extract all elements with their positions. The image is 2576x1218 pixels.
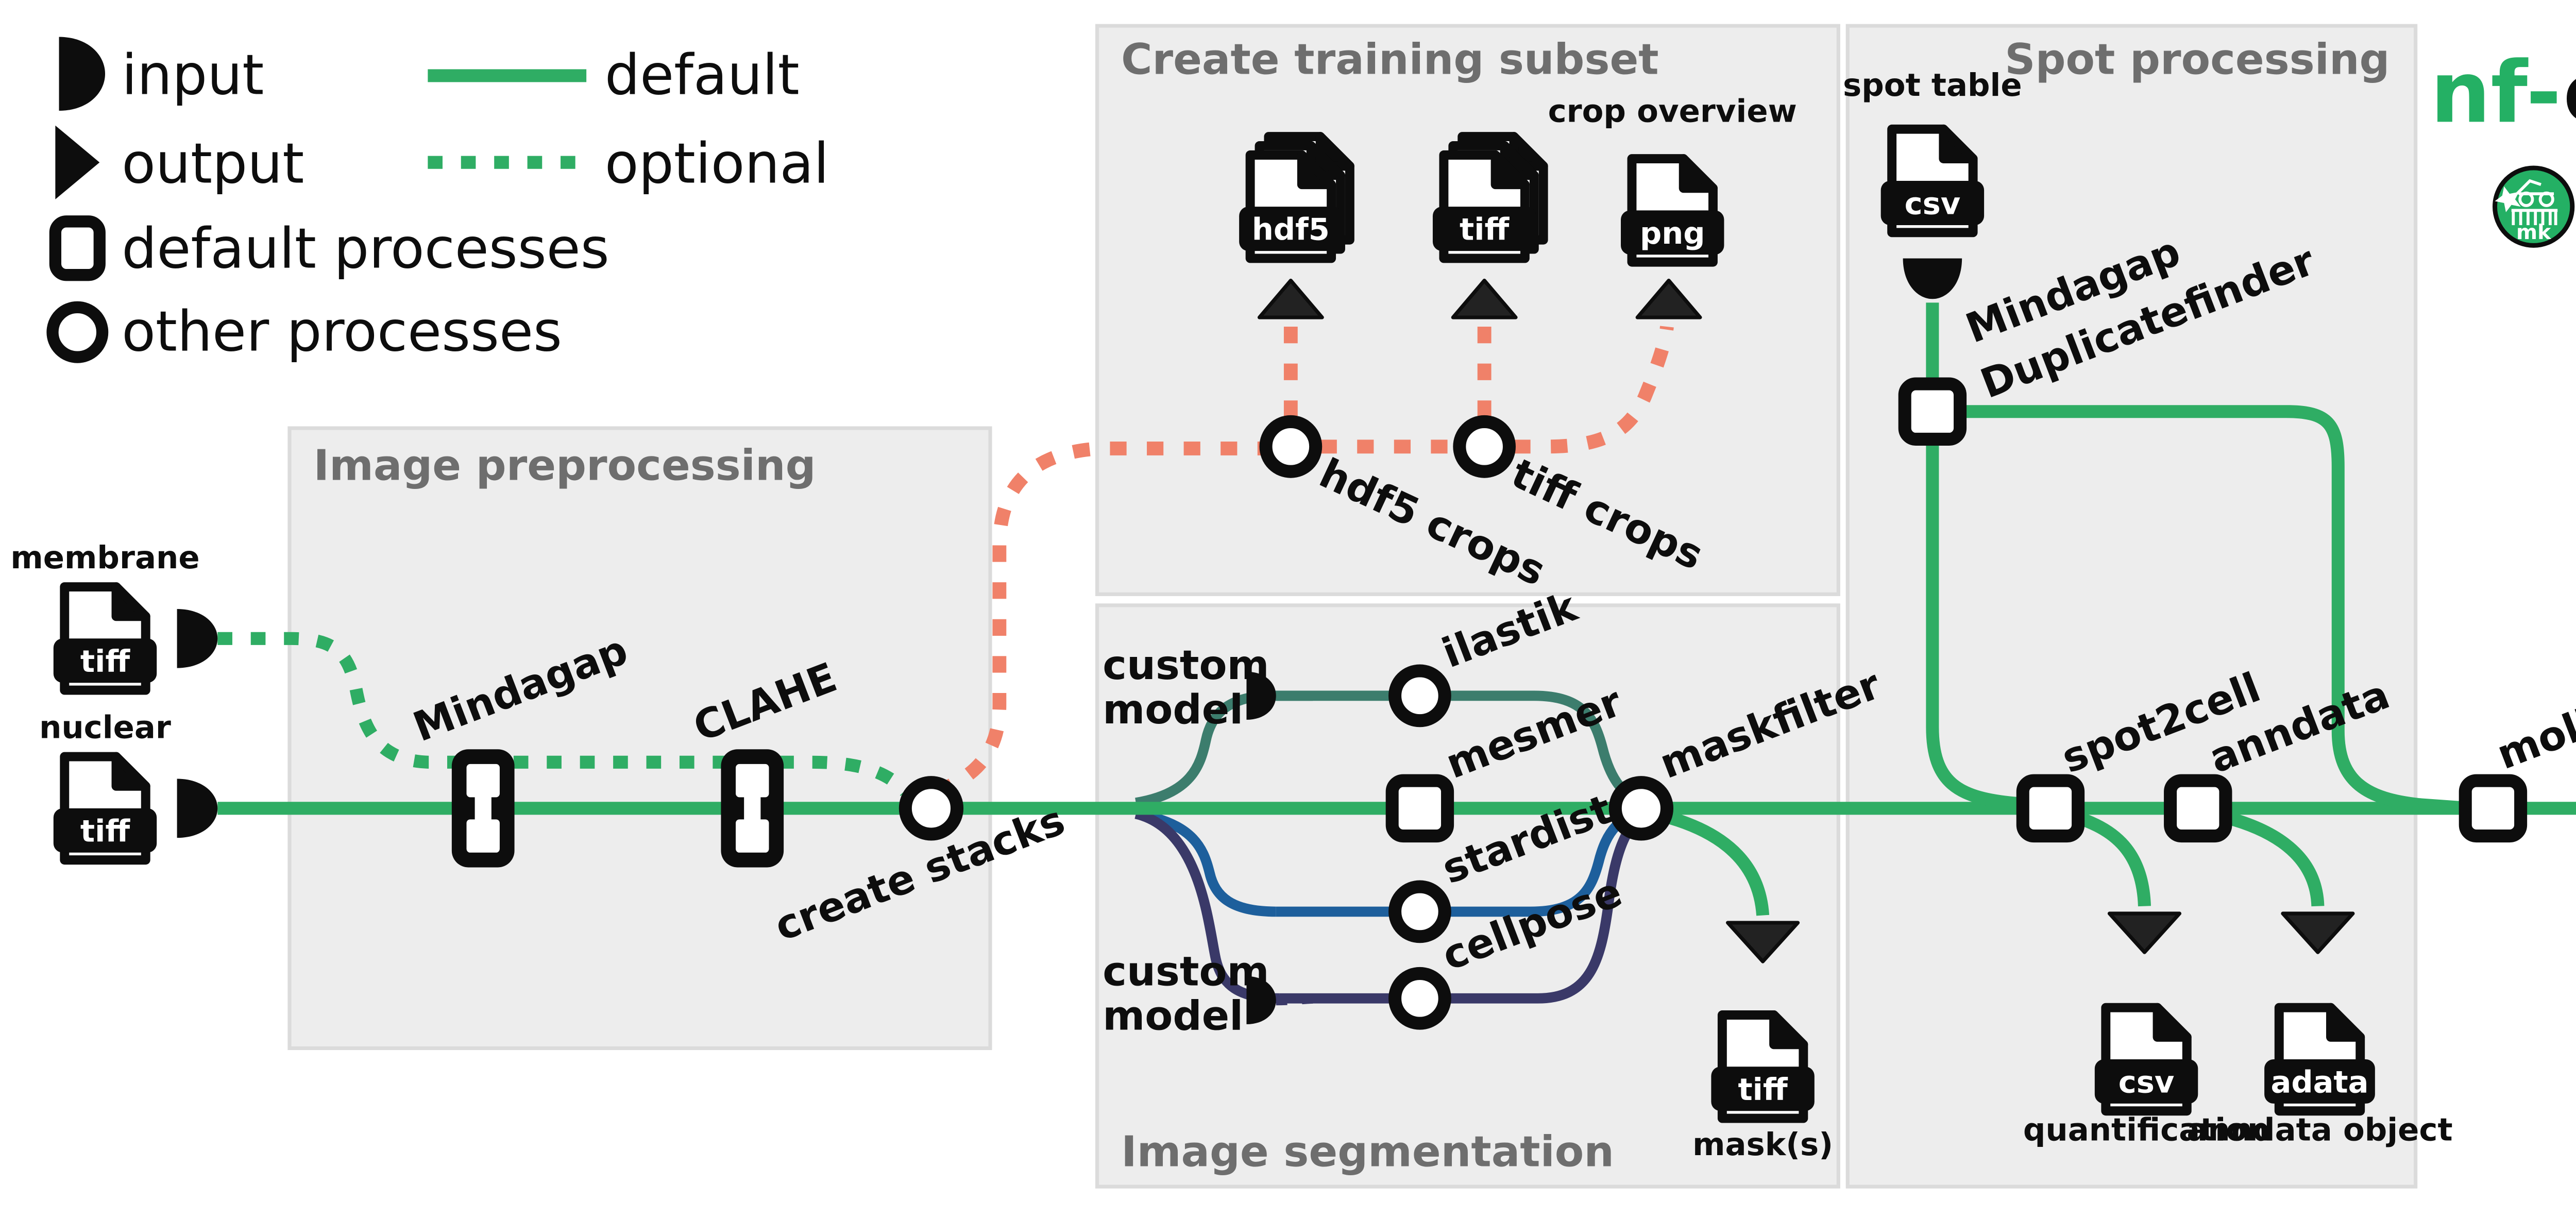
quantification-file-icon: csv [2094, 1003, 2198, 1116]
masks-file-icon: tiff [1711, 1010, 1815, 1123]
masks-output-arrow-icon [1726, 921, 1800, 963]
custom-model-bottom-connector [1276, 993, 1320, 1006]
masks-caption: mask(s) [1692, 1127, 1833, 1163]
mindagap-duplicatefinder-node [1898, 377, 1967, 446]
anndata-node [2164, 774, 2232, 843]
spot-table-input-icon [1903, 258, 1962, 299]
mindagap-process-icon [451, 749, 515, 868]
legend-other-process-icon [46, 301, 109, 363]
spot-table-file-icon: csv [1880, 124, 1985, 238]
legend-output-label: output [122, 132, 304, 196]
custom-model-bottom-line2: model [1103, 992, 1243, 1040]
custom-model-bottom-line1: custom [1103, 948, 1269, 995]
hdf5-file-icon: hdf5 [1239, 132, 1354, 263]
quantification-output-arrow-icon [2107, 911, 2182, 954]
anndata-output-arrow-icon [2281, 911, 2355, 954]
nf-core-molkart-logo: nf- core/ mk molkart [2430, 43, 2576, 248]
masks-badge: tiff [1738, 1072, 1788, 1107]
process-nodes [451, 377, 2528, 1030]
legend: input output default processes other pro… [46, 37, 829, 364]
membrane-input-icon [177, 609, 218, 668]
membrane-caption: membrane [10, 540, 199, 576]
png-output-arrow-icon [1635, 278, 1702, 319]
box-image-preprocessing [287, 426, 992, 1051]
anndata-object-badge: adata [2270, 1064, 2368, 1099]
png-file-icon: png [1621, 154, 1724, 267]
maskfilter-node [1608, 776, 1674, 841]
nuclear-badge: tiff [80, 813, 130, 849]
arrows [1257, 278, 2355, 963]
logo-nf-text: nf- [2430, 43, 2561, 142]
logo-core-text: core/ [2563, 43, 2576, 142]
title-create-training-subset: Create training subset [1121, 35, 1659, 84]
png-badge: png [1640, 215, 1705, 251]
mesmer-node [1385, 774, 1454, 843]
tiff-crops-badge: tiff [1460, 212, 1510, 247]
tiff-crops-node [1453, 415, 1516, 478]
stardist-node [1388, 880, 1451, 943]
hdf5-crops-node [1259, 415, 1323, 478]
crop-overview-caption: crop overview [1548, 93, 1797, 129]
legend-input-label: input [122, 43, 264, 108]
legend-optional-line-label: optional [605, 132, 829, 196]
cellpose-node [1388, 967, 1451, 1030]
custom-model-bottom-input-icon [1246, 976, 1276, 1024]
title-image-preprocessing: Image preprocessing [313, 441, 816, 490]
mk-badge-icon: mk [2493, 165, 2575, 248]
maskfilter-output-line [1645, 805, 1770, 916]
spot-table-badge: csv [1905, 185, 1961, 221]
duplicatefinder-to-spot2cell [1926, 443, 2052, 813]
membrane-file-icon: tiff [53, 582, 157, 695]
input-markers [177, 258, 1962, 1024]
cellpose-branch-down [1134, 808, 1280, 1004]
anndata-object-caption: anndata object [2187, 1112, 2452, 1148]
molkartqc-node [2459, 774, 2528, 843]
legend-other-processes-label: other processes [122, 300, 562, 364]
section-boxes: Image preprocessing Create training subs… [287, 24, 2418, 1189]
create-stacks-node [899, 776, 964, 841]
stardist-branch-down [1135, 808, 1276, 917]
create-stacks-to-hdf5crops [934, 441, 1262, 799]
quantification-caption: quantification [2023, 1112, 2269, 1148]
hdf5-badge: hdf5 [1252, 212, 1330, 247]
training-subset-lines [934, 325, 1674, 799]
quantification-badge: csv [2119, 1064, 2175, 1099]
nuclear-input-icon [177, 779, 218, 838]
file-captions: membrane nuclear spot table crop overvie… [10, 67, 2452, 1163]
nuclear-caption: nuclear [39, 710, 171, 746]
ilastik-node [1388, 664, 1451, 728]
custom-model-top-line1: custom [1103, 641, 1269, 689]
spot-table-caption: spot table [1843, 67, 2022, 104]
tiff-crops-file-icon: tiff [1432, 132, 1548, 263]
tiff-output-arrow-icon [1451, 278, 1518, 319]
legend-default-processes-label: default processes [122, 216, 609, 281]
title-image-segmentation: Image segmentation [1121, 1128, 1614, 1177]
molkartqc-label: molkartqc [2490, 652, 2576, 779]
custom-model-top-line2: model [1103, 686, 1243, 733]
hdf5-output-arrow-icon [1257, 278, 1324, 319]
mk-badge-text: mk [2516, 221, 2551, 244]
nuclear-file-icon: tiff [53, 752, 157, 865]
custom-model-top-input-icon [1246, 671, 1276, 720]
file-icons: tiff tiff hdf5 tiff png [53, 124, 2375, 1123]
anndata-object-file-icon: adata [2264, 1003, 2375, 1116]
legend-input-icon [59, 37, 106, 111]
membrane-badge: tiff [80, 644, 130, 679]
legend-default-line-label: default [605, 43, 800, 108]
legend-default-process-icon [49, 215, 106, 281]
spot2cell-node [2016, 774, 2085, 843]
legend-output-icon [55, 125, 100, 199]
duplicatefinder-bypass-line [1962, 405, 2471, 815]
clahe-process-icon [721, 749, 784, 868]
title-spot-processing: Spot processing [2005, 35, 2389, 84]
ilastik-branch-up [1135, 690, 1273, 808]
